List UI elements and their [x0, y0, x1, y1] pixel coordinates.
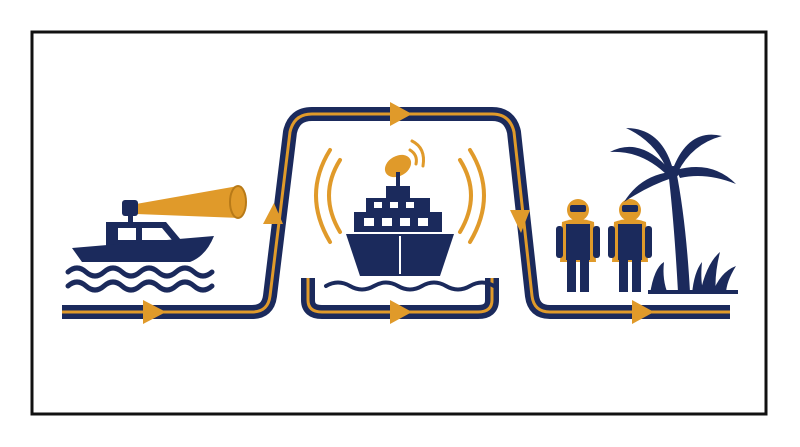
triangle-arrow-icon [390, 300, 412, 324]
radar-dish-icon [384, 139, 425, 186]
frame-border [30, 30, 768, 416]
speedboat-with-searchlight-icon [65, 185, 247, 293]
survivors-icon [556, 199, 652, 292]
triangle-arrow-icon [263, 203, 283, 224]
searchlight-lens [229, 185, 247, 219]
searchlight-beam [136, 186, 240, 218]
palm-tree-island-icon [610, 128, 738, 294]
flow-arrows [143, 102, 654, 324]
ship-with-radar-dish-icon [314, 139, 496, 292]
triangle-arrow-icon [632, 300, 654, 324]
triangle-arrow-icon [143, 300, 166, 324]
survivor-figure [556, 199, 600, 292]
triangle-arrow-icon [390, 102, 412, 126]
triangle-arrow-icon [510, 210, 530, 233]
survivor-figure [608, 199, 652, 292]
